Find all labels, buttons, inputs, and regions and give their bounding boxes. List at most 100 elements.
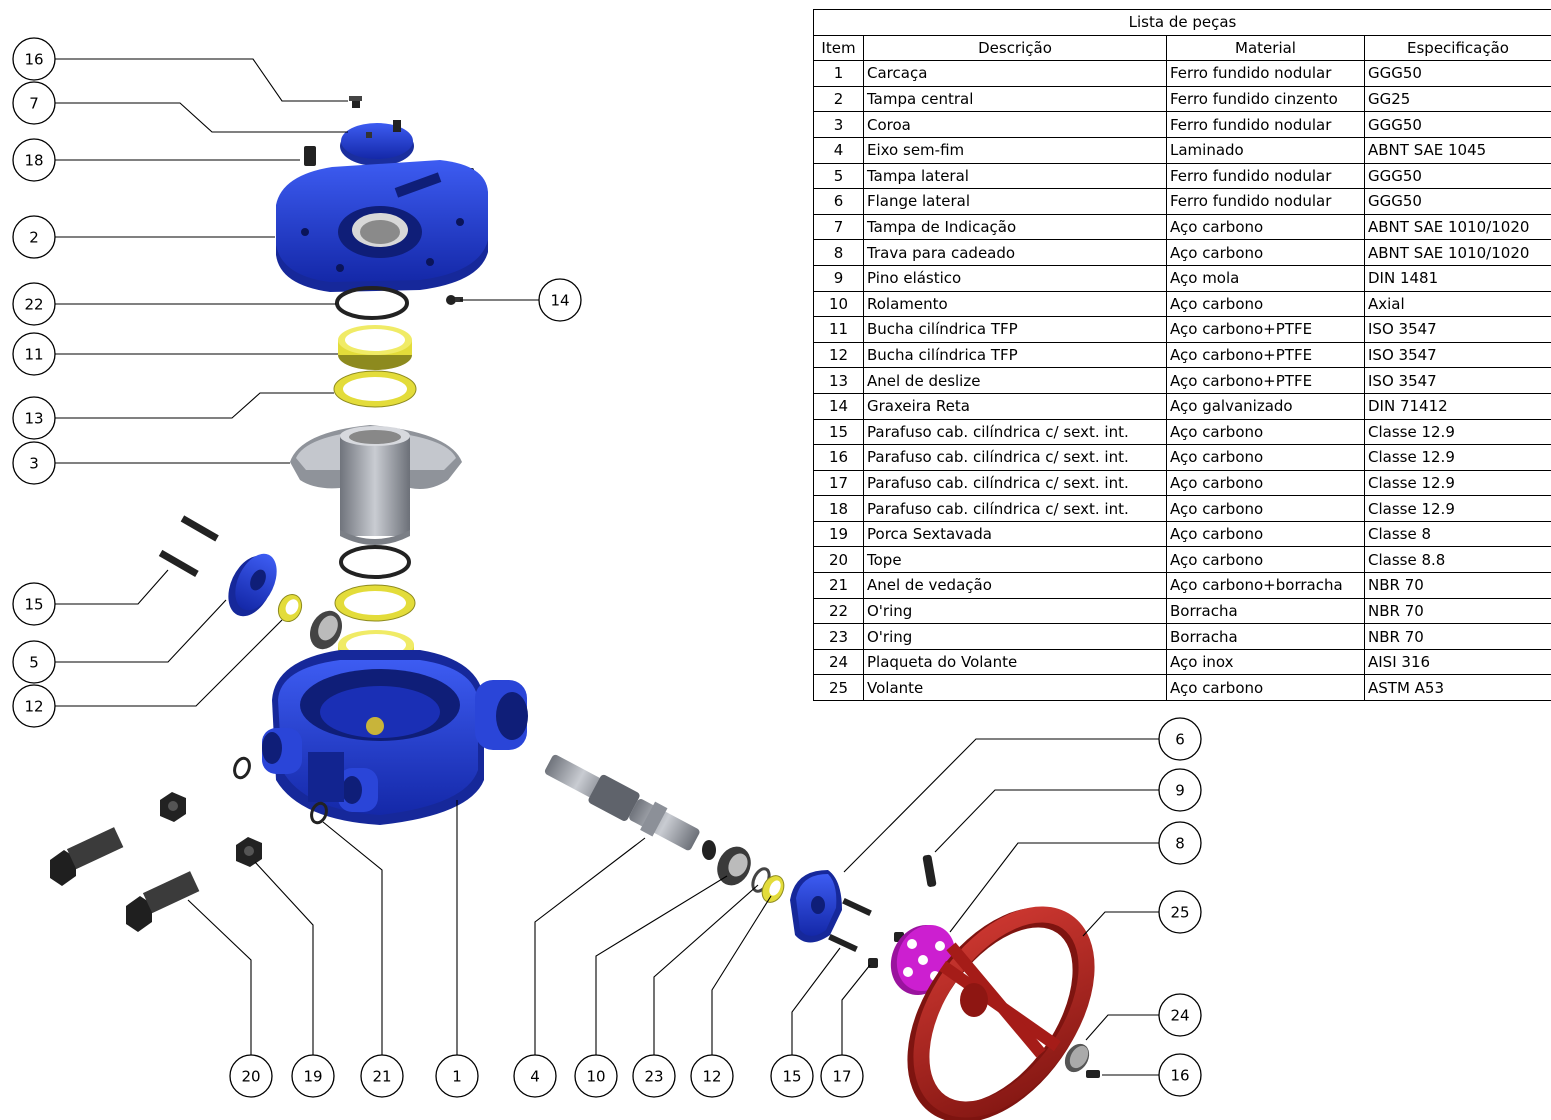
part-20-bolts xyxy=(50,827,200,932)
callout-9: 9 xyxy=(1158,768,1202,812)
callout-3: 3 xyxy=(12,441,56,485)
cell-item: 24 xyxy=(813,648,864,676)
cell-specification: NBR 70 xyxy=(1363,623,1551,650)
cell-description: Anel de vedação xyxy=(863,572,1167,599)
cell-description: Eixo sem-fim xyxy=(863,136,1167,164)
svg-text:11: 11 xyxy=(24,346,43,364)
cell-material: Ferro fundido nodular xyxy=(1166,111,1365,138)
svg-text:18: 18 xyxy=(24,152,43,170)
cell-description: Pino elástico xyxy=(863,264,1167,292)
cell-description: O'ring xyxy=(863,623,1167,650)
svg-text:14: 14 xyxy=(550,292,569,310)
leader-lines xyxy=(55,58,1159,1076)
callout-20: 20 xyxy=(229,1054,273,1098)
cell-material: Aço inox xyxy=(1166,648,1365,676)
svg-text:1: 1 xyxy=(452,1068,462,1086)
cell-material: Aço carbono xyxy=(1166,239,1365,266)
part-9-elastic-pin xyxy=(922,854,937,887)
cell-item: 25 xyxy=(813,674,864,702)
callout-24: 24 xyxy=(1158,993,1202,1037)
callout-1: 1 xyxy=(435,1054,479,1098)
svg-text:9: 9 xyxy=(1175,782,1185,800)
part-25-handwheel xyxy=(907,906,1095,1120)
cell-specification: Classe 12.9 xyxy=(1363,444,1551,471)
cell-item: 5 xyxy=(813,162,864,190)
part-19-nuts xyxy=(160,792,262,867)
callout-2: 2 xyxy=(12,215,56,259)
cell-description: Tampa central xyxy=(863,85,1167,113)
cell-material: Aço carbono xyxy=(1166,674,1365,702)
cell-description: Volante xyxy=(863,674,1167,702)
callout-13: 13 xyxy=(12,396,56,440)
svg-text:19: 19 xyxy=(303,1068,322,1086)
cell-specification: GGG50 xyxy=(1363,188,1551,215)
cell-material: Aço carbono+PTFE xyxy=(1166,367,1365,394)
cell-specification: DIN 1481 xyxy=(1363,264,1551,292)
svg-text:2: 2 xyxy=(29,229,39,247)
cell-material: Ferro fundido nodular xyxy=(1166,60,1365,87)
callout-8: 8 xyxy=(1158,821,1202,865)
svg-text:16: 16 xyxy=(24,51,43,69)
cell-item: 9 xyxy=(813,264,864,292)
callout-19: 19 xyxy=(291,1054,335,1098)
cell-item: 1 xyxy=(813,60,864,87)
cell-material: Aço carbono xyxy=(1166,546,1365,574)
part-5-side-cover xyxy=(228,553,277,617)
svg-text:6: 6 xyxy=(1175,731,1185,749)
part-16-screw-top xyxy=(349,96,362,108)
callout-12-bottom: 12 xyxy=(690,1054,734,1098)
cell-specification: Axial xyxy=(1363,290,1551,318)
cell-specification: NBR 70 xyxy=(1363,597,1551,625)
callout-17: 17 xyxy=(820,1054,864,1098)
cell-material: Aço carbono xyxy=(1166,290,1365,318)
cell-item: 23 xyxy=(813,623,864,650)
callout-5: 5 xyxy=(12,640,56,684)
cell-material: Aço carbono xyxy=(1166,213,1365,241)
cell-item: 22 xyxy=(813,597,864,625)
cell-description: Parafuso cab. cilíndrica c/ sext. int. xyxy=(863,444,1167,471)
callout-10: 10 xyxy=(574,1054,618,1098)
cell-item: 10 xyxy=(813,290,864,318)
callout-11: 11 xyxy=(12,332,56,376)
part-16-screw-bottom xyxy=(1086,1070,1100,1078)
cell-description: Coroa xyxy=(863,111,1167,138)
cell-material: Aço carbono xyxy=(1166,469,1365,497)
callout-25: 25 xyxy=(1158,890,1202,934)
part-15-17-screws-right xyxy=(828,897,904,968)
cell-description: Tope xyxy=(863,546,1167,574)
part-13-sliding-ring xyxy=(333,370,417,408)
parts-list-title: Lista de peças xyxy=(812,9,1551,36)
cell-material: Ferro fundido nodular xyxy=(1166,162,1365,190)
cell-material: Aço carbono xyxy=(1166,418,1365,446)
cell-material: Aço carbono xyxy=(1166,444,1365,471)
callouts: 16 7 18 2 22 11 13 3 15 5 12 14 6 9 8 25… xyxy=(12,37,1202,1098)
cell-item: 2 xyxy=(813,85,864,113)
cell-item: 3 xyxy=(813,111,864,138)
cell-item: 18 xyxy=(813,495,864,522)
callout-21: 21 xyxy=(360,1054,404,1098)
part-21-seal-ring-2 xyxy=(310,801,328,825)
cell-description: Porca Sextavada xyxy=(863,520,1167,548)
cell-specification: GGG50 xyxy=(1363,162,1551,190)
callout-16-top: 16 xyxy=(12,37,56,81)
cell-item: 21 xyxy=(813,572,864,599)
header-description: Descrição xyxy=(863,34,1167,62)
header-item: Item xyxy=(813,34,864,62)
part-10-bearing-left xyxy=(309,610,343,650)
header-specification: Especificação xyxy=(1363,34,1551,62)
cell-description: Plaqueta do Volante xyxy=(863,648,1167,676)
svg-text:15: 15 xyxy=(24,596,43,614)
